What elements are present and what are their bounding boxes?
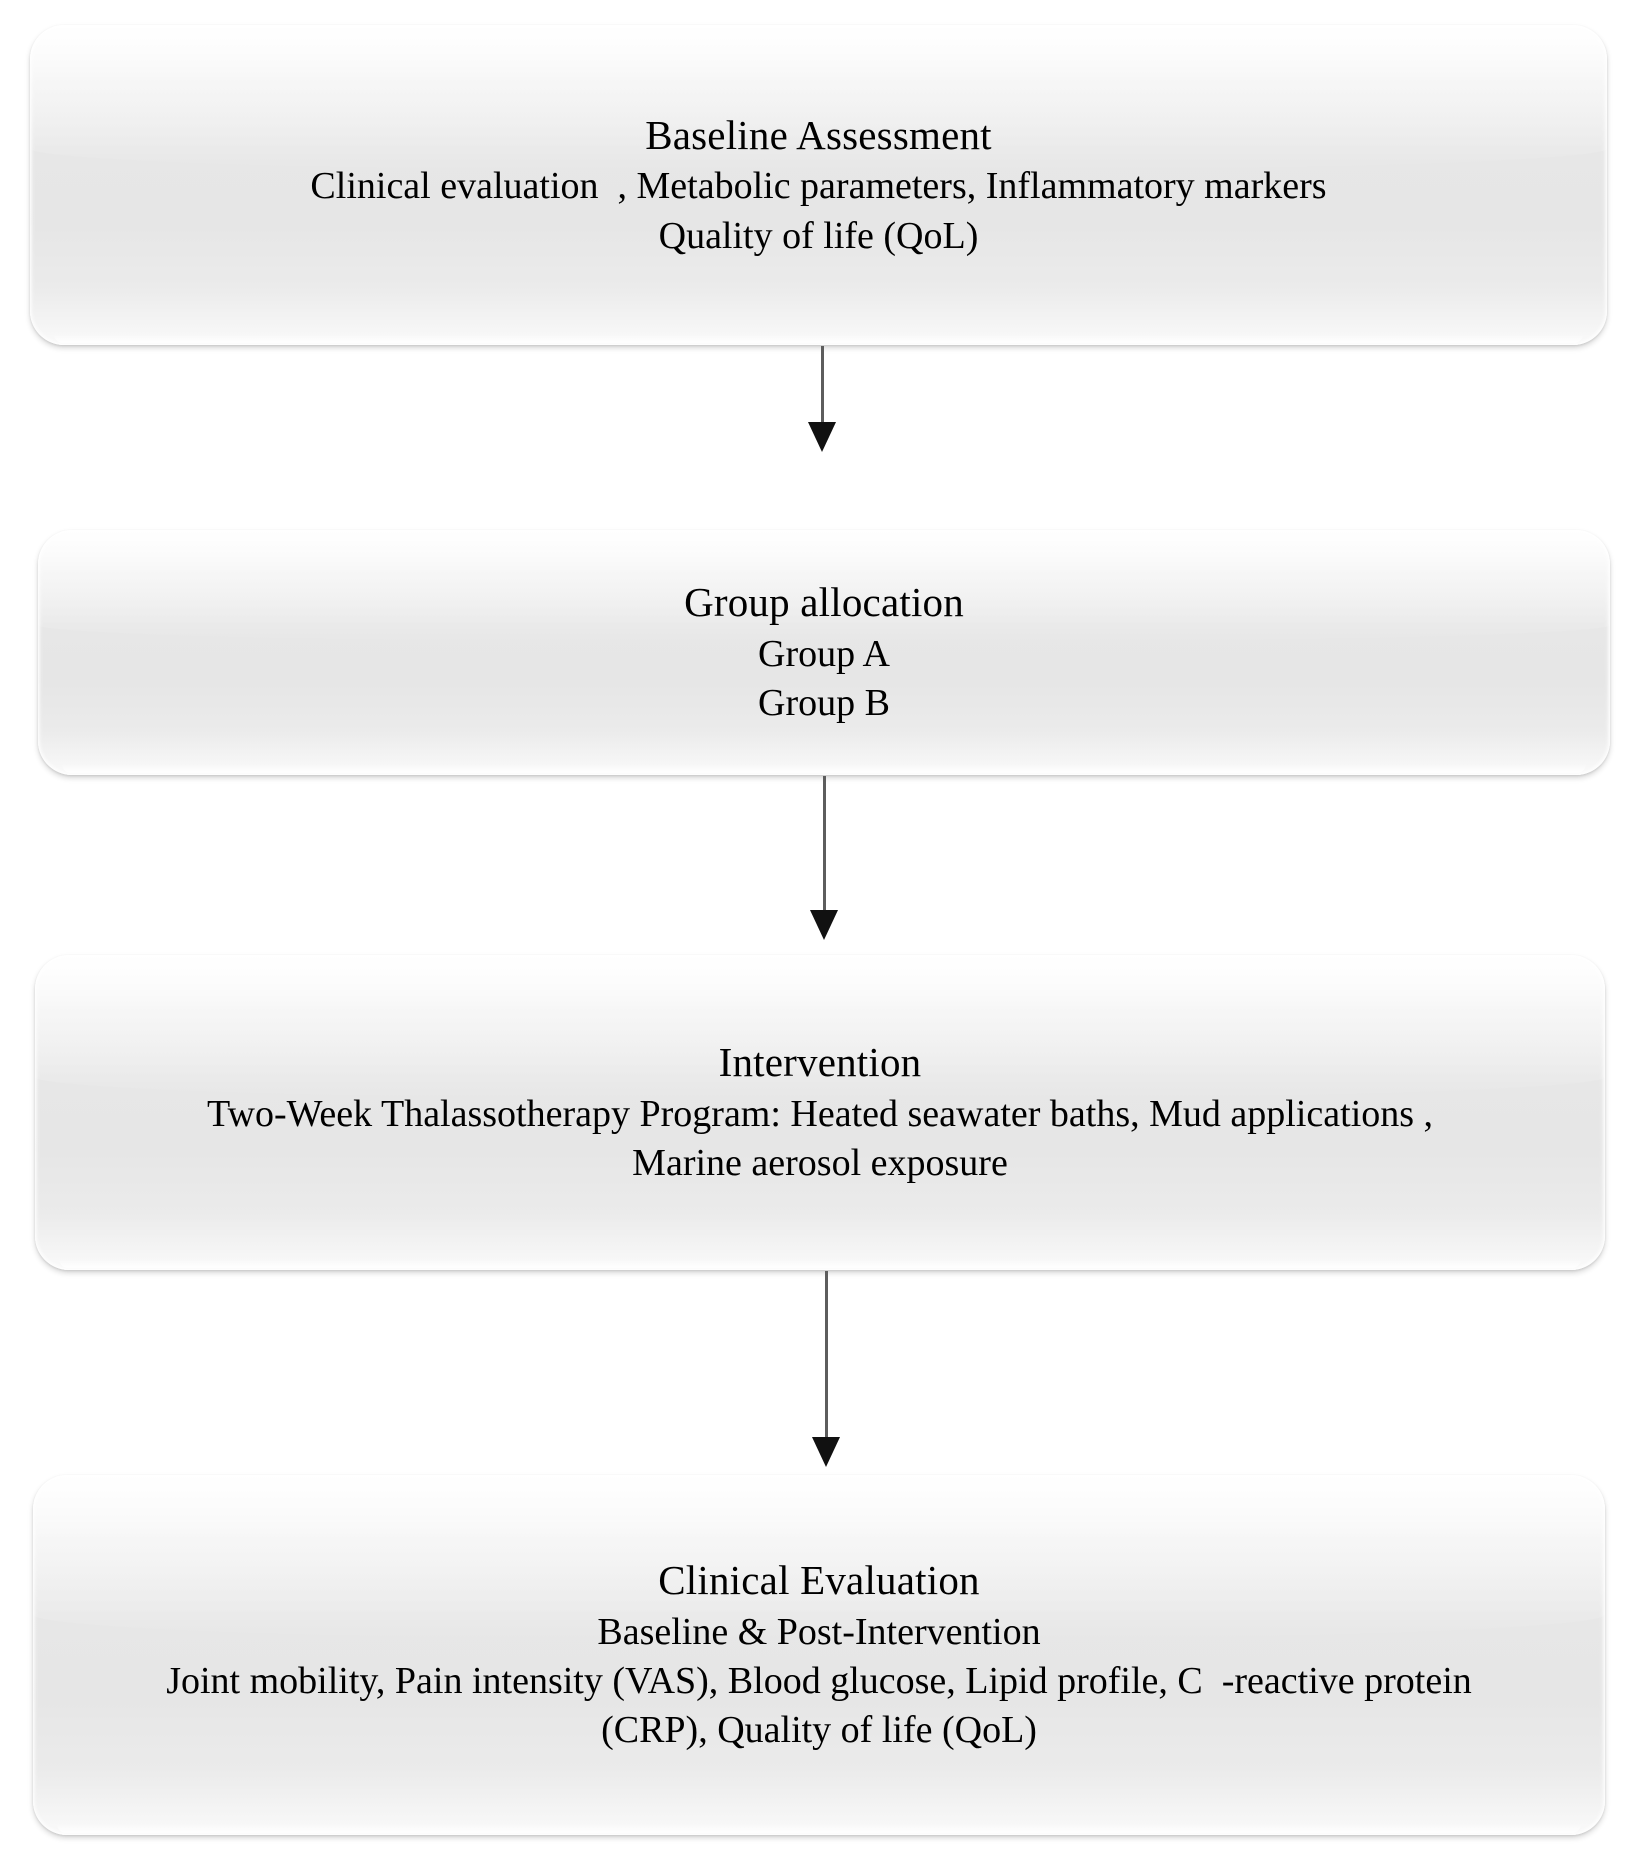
flow-node-intervention[interactable]: Intervention Two-Week Thalassotherapy Pr…	[35, 955, 1605, 1270]
flow-node-line-3: (CRP), Quality of life (QoL)	[601, 1709, 1037, 1752]
flow-node-line-1: Baseline & Post-Intervention	[597, 1610, 1041, 1653]
flow-node-line-2: Joint mobility, Pain intensity (VAS), Bl…	[166, 1659, 1472, 1702]
flow-node-group-allocation[interactable]: Group allocation Group A Group B	[38, 530, 1610, 775]
arrow-stem	[824, 1271, 828, 1438]
flow-node-line-2: Quality of life (QoL)	[658, 214, 979, 257]
flow-node-baseline-assessment[interactable]: Baseline Assessment Clinical evaluation …	[30, 25, 1607, 345]
flow-node-title: Group allocation	[684, 579, 964, 626]
flow-node-line-2: Group B	[758, 682, 890, 725]
arrow-stem	[822, 776, 826, 911]
arrow-head	[808, 422, 836, 452]
flow-node-content: Intervention Two-Week Thalassotherapy Pr…	[35, 1036, 1605, 1188]
flow-node-content: Baseline Assessment Clinical evaluation …	[30, 109, 1607, 261]
flow-node-line-1: Clinical evaluation , Metabolic paramete…	[310, 165, 1327, 208]
flow-node-title: Intervention	[718, 1039, 922, 1086]
arrow-stem	[820, 346, 824, 423]
arrow-baseline-to-group-icon	[802, 346, 842, 452]
flow-node-content: Group allocation Group A Group B	[38, 576, 1610, 728]
flow-node-clinical-evaluation[interactable]: Clinical Evaluation Baseline & Post-Inte…	[33, 1475, 1605, 1835]
arrow-group-to-intervention-icon	[804, 776, 844, 940]
flow-node-content: Clinical Evaluation Baseline & Post-Inte…	[33, 1554, 1605, 1755]
flow-node-line-1: Group A	[758, 632, 890, 675]
flow-node-line-2: Marine aerosol exposure	[632, 1142, 1008, 1185]
flow-node-title: Clinical Evaluation	[658, 1557, 980, 1604]
flow-node-title: Baseline Assessment	[645, 111, 992, 158]
arrow-intervention-to-evaluation-icon	[806, 1271, 846, 1467]
flow-node-line-1: Two-Week Thalassotherapy Program: Heated…	[206, 1092, 1434, 1135]
arrow-head	[812, 1437, 840, 1467]
arrow-head	[810, 910, 838, 940]
